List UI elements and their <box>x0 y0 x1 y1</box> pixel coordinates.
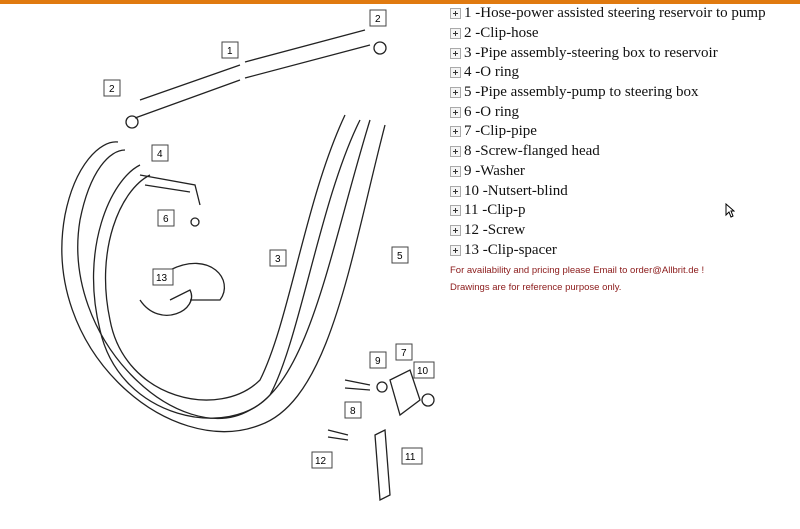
availability-note: For availability and pricing please Emai… <box>450 264 705 276</box>
expand-plus-icon[interactable] <box>450 67 461 79</box>
expand-plus-icon[interactable] <box>450 126 461 138</box>
screw-8 <box>344 379 371 391</box>
part-item[interactable]: 3 -Pipe assembly-steering box to reservo… <box>450 43 766 63</box>
svg-text:4: 4 <box>157 149 163 160</box>
part-item[interactable]: 2 -Clip-hose <box>450 24 766 44</box>
callout-5: 5 <box>391 246 409 264</box>
hose-1 <box>134 29 371 119</box>
expand-plus-icon[interactable] <box>450 47 461 59</box>
svg-text:11: 11 <box>405 452 416 463</box>
part-label[interactable]: 6 -O ring <box>464 103 519 120</box>
part-item[interactable]: 9 -Washer <box>450 162 766 182</box>
part-item[interactable]: 4 -O ring <box>450 63 766 83</box>
expand-plus-icon[interactable] <box>450 185 461 197</box>
callout-12: 12 <box>311 451 333 469</box>
svg-text:2: 2 <box>375 14 381 25</box>
expand-plus-icon[interactable] <box>450 224 461 236</box>
part-item[interactable]: 8 -Screw-flanged head <box>450 142 766 162</box>
part-label[interactable]: 12 -Screw <box>464 221 526 238</box>
pipe-3b <box>104 114 346 401</box>
part-label[interactable]: 5 -Pipe assembly-pump to steering box <box>464 84 699 101</box>
svg-text:5: 5 <box>397 251 403 262</box>
pipe-3 <box>92 119 361 419</box>
callout-1: 1 <box>221 41 239 59</box>
callout-2b: 2 <box>103 79 121 97</box>
part-label[interactable]: 10 -Nutsert-blind <box>464 182 568 199</box>
expand-plus-icon[interactable] <box>450 106 461 118</box>
svg-text:6: 6 <box>163 214 169 225</box>
svg-text:8: 8 <box>350 406 356 417</box>
expand-plus-icon[interactable] <box>450 165 461 177</box>
svg-text:13: 13 <box>156 273 168 284</box>
callout-7: 7 <box>395 343 413 361</box>
mouse-cursor-icon <box>725 203 735 218</box>
expand-plus-icon[interactable] <box>450 8 461 20</box>
expand-plus-icon[interactable] <box>450 28 461 40</box>
pipe-5 <box>77 119 371 419</box>
screw-12 <box>327 429 349 441</box>
part-label[interactable]: 7 -Clip-pipe <box>464 123 537 140</box>
pipe-5b <box>61 124 386 433</box>
part-label[interactable]: 3 -Pipe assembly-steering box to reservo… <box>464 44 718 61</box>
callout-9: 9 <box>369 351 387 369</box>
parts-diagram: 1 2 2 4 6 13 3 5 9 7 10 8 11 12 <box>61 9 435 502</box>
pipe-4 <box>139 174 201 206</box>
part-label[interactable]: 2 -Clip-hose <box>464 25 539 42</box>
part-item[interactable]: 7 -Clip-pipe <box>450 122 766 142</box>
expand-plus-icon[interactable] <box>450 244 461 256</box>
clip-13 <box>139 262 226 316</box>
part-item[interactable]: 13 -Clip-spacer <box>450 240 766 260</box>
part-item[interactable]: 11 -Clip-p <box>450 201 766 221</box>
part-label[interactable]: 9 -Washer <box>464 162 525 179</box>
part-item[interactable]: 6 -O ring <box>450 102 766 122</box>
part-label[interactable]: 8 -Screw-flanged head <box>464 143 600 160</box>
callout-2: 2 <box>369 9 387 27</box>
part-item[interactable]: 10 -Nutsert-blind <box>450 181 766 201</box>
part-label[interactable]: 4 -O ring <box>464 64 519 81</box>
expand-plus-icon[interactable] <box>450 205 461 217</box>
part-label[interactable]: 13 -Clip-spacer <box>464 241 557 258</box>
clip-7 <box>389 369 421 417</box>
expand-plus-icon[interactable] <box>450 146 461 158</box>
svg-text:3: 3 <box>275 254 281 265</box>
reference-note: Drawings are for reference purpose only. <box>450 281 622 293</box>
parts-list: 1 -Hose-power assisted steering reservoi… <box>450 4 766 297</box>
svg-text:2: 2 <box>109 84 115 95</box>
part-label[interactable]: 11 -Clip-p <box>464 202 526 219</box>
part-item[interactable]: 5 -Pipe assembly-pump to steering box <box>450 83 766 103</box>
callout-6: 6 <box>157 209 175 227</box>
part-item[interactable]: 12 -Screw <box>450 221 766 241</box>
part-label[interactable]: 1 -Hose-power assisted steering reservoi… <box>464 5 766 22</box>
callout-10: 10 <box>413 361 435 379</box>
callout-8: 8 <box>344 401 362 419</box>
top-accent-bar <box>0 0 800 4</box>
svg-text:9: 9 <box>375 356 381 367</box>
callout-13: 13 <box>152 268 174 286</box>
expand-plus-icon[interactable] <box>450 87 461 99</box>
svg-text:10: 10 <box>417 366 429 377</box>
callout-11: 11 <box>401 447 423 465</box>
clip-11 <box>374 428 391 502</box>
callout-3: 3 <box>269 249 287 267</box>
part-item[interactable]: 1 -Hose-power assisted steering reservoi… <box>450 4 766 24</box>
svg-text:12: 12 <box>315 456 327 467</box>
svg-text:1: 1 <box>227 46 233 57</box>
svg-text:7: 7 <box>401 348 407 359</box>
callout-4: 4 <box>151 144 169 162</box>
